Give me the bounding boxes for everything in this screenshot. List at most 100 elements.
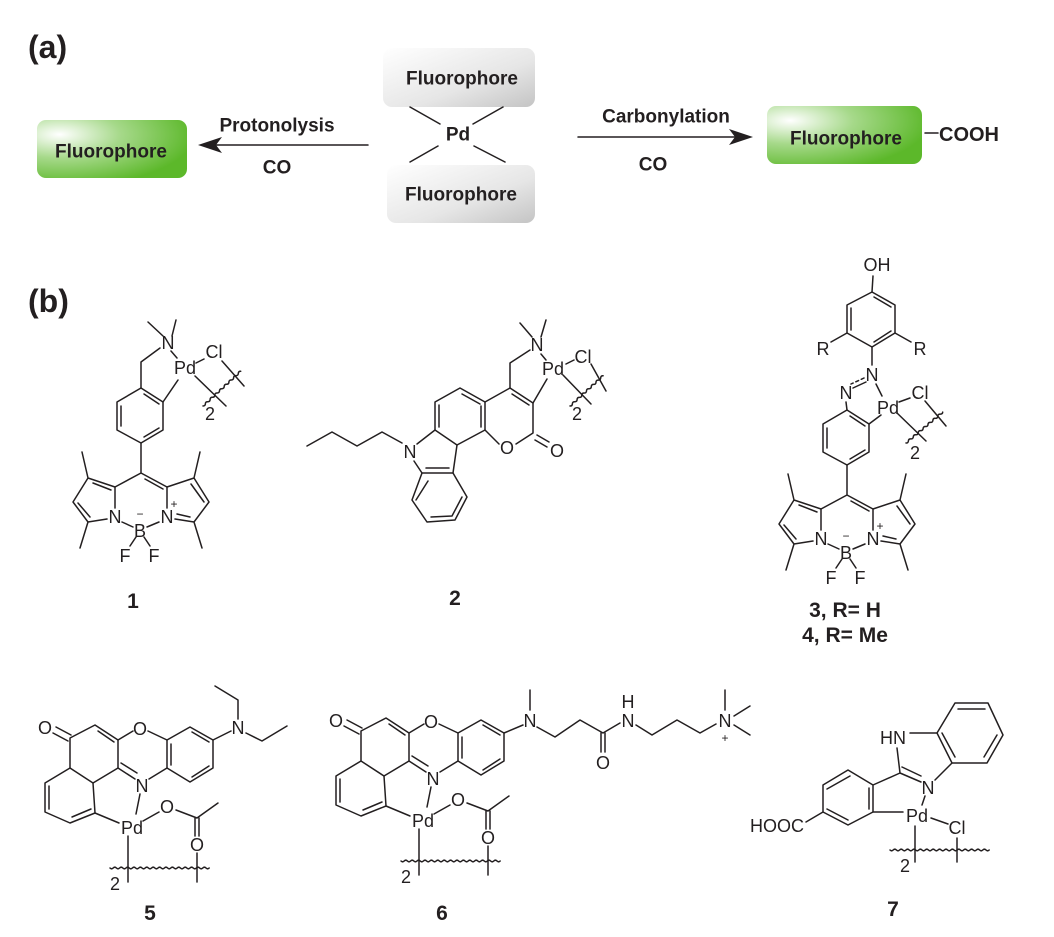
atom-o: O <box>329 711 343 731</box>
wavy-bond-line <box>400 859 501 863</box>
atom-o: O <box>424 712 438 732</box>
wavy-bond-line <box>889 848 990 852</box>
atom-n: N <box>719 711 732 731</box>
compound-2: N O O N Pd Cl 2 2 <box>306 319 607 610</box>
atom-h: H <box>622 692 635 712</box>
pd-dimer-complex: Fluorophore Fluorophore Pd <box>383 48 535 223</box>
compound-7: HN N HOOC Pd Cl 2 7 <box>750 702 1004 921</box>
atom-pd: Pd <box>121 818 143 838</box>
atom-n: N <box>815 529 828 549</box>
atom-n: N <box>867 529 880 549</box>
protonolysis-arrow: Protonolysis CO <box>198 116 369 179</box>
atom-pd: Pd <box>412 811 434 831</box>
atom-n: N <box>404 442 417 462</box>
left-product-box <box>37 120 187 178</box>
compound-1-label: 1 <box>127 590 139 613</box>
atom-n: N <box>427 769 440 789</box>
compound-2-label: 2 <box>449 587 461 610</box>
repeat-count: 2 <box>110 874 120 894</box>
atom-b: B <box>134 521 146 541</box>
substituent-r: R <box>914 339 927 359</box>
right-product-label: Fluorophore <box>790 129 902 150</box>
protonolysis-co-label: CO <box>263 158 292 179</box>
carbonylation-label: Carbonylation <box>602 107 730 128</box>
atom-n: N <box>840 383 853 403</box>
carboxyl-group: HOOC <box>750 816 804 836</box>
atom-n: N <box>162 333 175 353</box>
atom-n: N <box>161 507 174 527</box>
cooh-label: COOH <box>939 124 999 146</box>
atom-n: N <box>866 365 879 385</box>
atom-n: N <box>922 778 935 798</box>
atom-pd: Pd <box>542 359 564 379</box>
atom-pd: Pd <box>906 806 928 826</box>
compound-1: N Pd Cl 2 N B N F F − + 1 <box>72 319 245 613</box>
atom-f: F <box>826 568 837 588</box>
compound-3-label: 3, R= H <box>809 599 881 622</box>
pd-bonds <box>409 106 506 163</box>
repeat-count: 2 <box>572 404 582 424</box>
compound-5: O O N N Pd O O 2 5 <box>38 685 288 925</box>
atom-cl: Cl <box>912 383 929 403</box>
part-a-label: (a) <box>28 29 67 65</box>
fluorophore-top-label: Fluorophore <box>406 69 518 90</box>
protonolysis-label: Protonolysis <box>219 116 334 137</box>
atom-f: F <box>149 546 160 566</box>
charge-plus: + <box>170 497 177 511</box>
atom-oh: OH <box>864 255 891 275</box>
atom-o: O <box>500 438 514 458</box>
wavy-bond-line <box>905 411 944 444</box>
compound-6-label: 6 <box>436 902 448 925</box>
charge-minus: − <box>136 507 143 521</box>
part-a: (a) Fluorophore Fluorophore Pd Protonoly… <box>28 29 999 223</box>
charge-minus: − <box>842 529 849 543</box>
atom-nh: HN <box>880 728 906 748</box>
atom-o: O <box>481 828 495 848</box>
part-b-label: (b) <box>28 283 69 319</box>
atom-n: N <box>524 711 537 731</box>
fluorophore-box-top <box>383 48 535 107</box>
atom-pd: Pd <box>174 358 196 378</box>
compound-4-label: 4, R= Me <box>802 624 888 647</box>
fluorophore-box-bottom <box>387 165 535 223</box>
carbonylation-co-label: CO <box>639 155 668 176</box>
right-product-box <box>767 106 922 164</box>
repeat-count: 2 <box>900 856 910 876</box>
compound-5-label: 5 <box>144 902 156 925</box>
atom-o: O <box>160 797 174 817</box>
atom-o: O <box>451 790 465 810</box>
repeat-count: 2 <box>205 404 215 424</box>
wavy-bond-line <box>569 375 604 407</box>
carbonylation-arrow: Carbonylation CO <box>577 107 753 176</box>
atom-n: N <box>622 711 635 731</box>
repeat-count: 2 <box>910 443 920 463</box>
compound-6: O O N Pd O O 2 N O H N N + 6 <box>329 689 751 925</box>
atom-o: O <box>133 719 147 739</box>
atom-cl: Cl <box>949 818 966 838</box>
atom-o: O <box>596 753 610 773</box>
atom-cl: Cl <box>206 342 223 362</box>
fluorophore-bottom-label: Fluorophore <box>405 185 517 206</box>
charge-plus: + <box>876 519 883 533</box>
atom-cl: Cl <box>575 347 592 367</box>
wavy-bond-line <box>109 866 210 870</box>
atom-o: O <box>550 441 564 461</box>
wavy-bond-line <box>202 370 242 407</box>
atom-n: N <box>232 718 245 738</box>
substituent-r: R <box>817 339 830 359</box>
left-product-label: Fluorophore <box>55 142 167 163</box>
compound-7-label: 7 <box>887 898 899 921</box>
atom-n: N <box>109 507 122 527</box>
atom-f: F <box>120 546 131 566</box>
atom-b: B <box>840 543 852 563</box>
atom-o: O <box>190 835 204 855</box>
pd-center-label: Pd <box>446 125 470 146</box>
charge-plus: + <box>721 731 728 745</box>
atom-n: N <box>136 776 149 796</box>
atom-o: O <box>38 718 52 738</box>
atom-n: N <box>531 335 544 355</box>
atom-f: F <box>855 568 866 588</box>
compound-3-4: OH R R N N Pd Cl 2 N B N F F − + 3, R= H… <box>778 255 947 647</box>
atom-pd: Pd <box>877 398 899 418</box>
